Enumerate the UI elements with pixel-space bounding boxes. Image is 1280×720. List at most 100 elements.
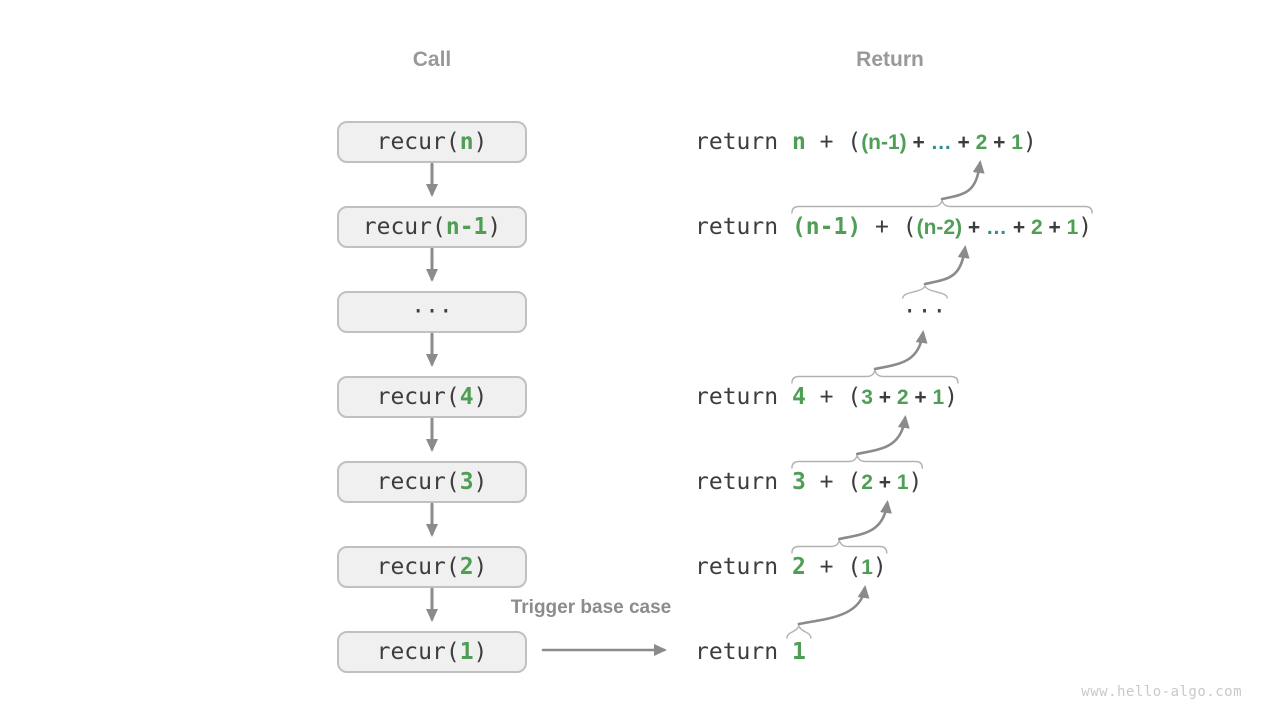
code-token: recur( <box>376 554 460 580</box>
call-box-recur-4: recur(4) <box>337 376 527 418</box>
code-token: + ( <box>805 469 862 495</box>
code-token: ) <box>473 129 488 155</box>
return-line-2: return 2 + (1) <box>695 551 887 583</box>
return-flow-arrow <box>797 585 870 626</box>
code-token: 1 <box>861 556 873 579</box>
code-token: + <box>872 386 897 409</box>
code-token: n <box>459 129 474 155</box>
return-flow-arrow <box>838 500 892 541</box>
return-expression: 3 + (2 + 1) <box>792 469 922 495</box>
code-token: 2 <box>861 471 873 494</box>
code-token: (n-2) <box>916 216 963 239</box>
collapse-brace <box>902 284 948 299</box>
code-token: 2 <box>791 554 806 580</box>
collapse-brace <box>786 624 812 639</box>
return-expression: ··· <box>903 299 948 325</box>
code-token: + ( <box>805 554 862 580</box>
code-token: + <box>906 131 931 154</box>
code-token: (n-1) <box>861 131 907 154</box>
code-token: + ( <box>805 384 862 410</box>
code-token: 1 <box>459 639 474 665</box>
code-token: 1 <box>1066 216 1079 239</box>
code-token: ) <box>487 214 502 240</box>
return-flow-arrow <box>855 415 910 456</box>
code-token: n <box>791 129 806 155</box>
code-token: ··· <box>902 299 948 325</box>
call-box-recur-1: recur(1) <box>337 631 527 673</box>
code-token: 4 <box>459 384 474 410</box>
return-expression: 2 + (1) <box>792 554 887 580</box>
code-token: 4 <box>791 384 806 410</box>
call-box-recur-2: recur(2) <box>337 546 527 588</box>
code-token: (n-1) <box>791 214 862 240</box>
collapse-brace <box>791 198 1093 214</box>
code-token: return <box>695 214 792 240</box>
code-token: 2 <box>975 131 988 154</box>
return-flow-arrow <box>873 330 928 371</box>
code-token: return <box>695 639 792 665</box>
code-token: … <box>986 216 1008 239</box>
watermark: www.hello-algo.com <box>1081 684 1242 700</box>
code-token: + <box>962 216 987 239</box>
return-flow-arrow <box>923 245 970 286</box>
return-flow-arrow <box>940 160 985 201</box>
code-token: + <box>987 131 1012 154</box>
code-token: 1 <box>1011 131 1023 154</box>
code-token: ) <box>473 384 488 410</box>
code-token: 1 <box>896 471 909 494</box>
code-token: n-1 <box>445 214 488 240</box>
return-expression: (n-1) + ((n-2) + … + 2 + 1) <box>792 214 1092 240</box>
code-token: 2 <box>896 386 909 409</box>
code-token: return <box>695 129 792 155</box>
collapse-brace <box>791 453 924 469</box>
code-token: 2 <box>459 554 474 580</box>
code-token: ··· <box>411 299 453 325</box>
code-token: ) <box>872 554 887 580</box>
collapse-brace <box>791 368 959 384</box>
code-token: + ( <box>861 214 917 240</box>
call-box-recur-3: recur(3) <box>337 461 527 503</box>
code-token: 1 <box>932 386 945 409</box>
code-token: ) <box>473 469 488 495</box>
code-token: recur( <box>376 639 460 665</box>
call-box-recur-n: recur(n) <box>337 121 527 163</box>
code-token: 3 <box>791 469 806 495</box>
code-token: recur( <box>376 469 460 495</box>
return-line-n: return n + ((n-1) + … + 2 + 1) <box>695 126 1037 158</box>
code-token: recur( <box>362 214 446 240</box>
code-token: … <box>930 131 952 154</box>
code-token: recur( <box>376 129 460 155</box>
collapse-brace <box>791 538 888 554</box>
return-line-ellipsis: ··· <box>895 296 955 328</box>
code-token: recur( <box>376 384 460 410</box>
return-column-header: Return <box>856 48 924 71</box>
return-line-n-1: return (n-1) + ((n-2) + … + 2 + 1) <box>695 211 1092 243</box>
code-token: return <box>695 469 792 495</box>
code-token: 3 <box>861 386 873 409</box>
code-token: + <box>1042 216 1067 239</box>
code-token: ) <box>473 639 488 665</box>
call-column-header: Call <box>412 48 452 71</box>
code-token: return <box>695 554 792 580</box>
code-token: ) <box>944 384 958 410</box>
code-token: 1 <box>791 639 806 665</box>
code-token: return <box>695 384 792 410</box>
return-line-4: return 4 + (3 + 2 + 1) <box>695 381 958 413</box>
code-token: ) <box>908 469 923 495</box>
call-box-ellipsis: ··· <box>337 291 527 333</box>
code-token: 3 <box>459 469 474 495</box>
return-line-3: return 3 + (2 + 1) <box>695 466 922 498</box>
code-token: + ( <box>805 129 862 155</box>
call-box-recur-n-1: recur(n-1) <box>337 206 527 248</box>
code-token: ) <box>1078 214 1093 240</box>
trigger-base-case-label: Trigger base case <box>510 597 672 618</box>
code-token: + <box>908 386 933 409</box>
code-token: 2 <box>1030 216 1043 239</box>
code-token: ) <box>1022 129 1037 155</box>
return-expression: 4 + (3 + 2 + 1) <box>792 384 958 410</box>
code-token: + <box>872 471 897 494</box>
code-token: + <box>951 131 976 154</box>
return-expression: 1 <box>792 639 806 665</box>
